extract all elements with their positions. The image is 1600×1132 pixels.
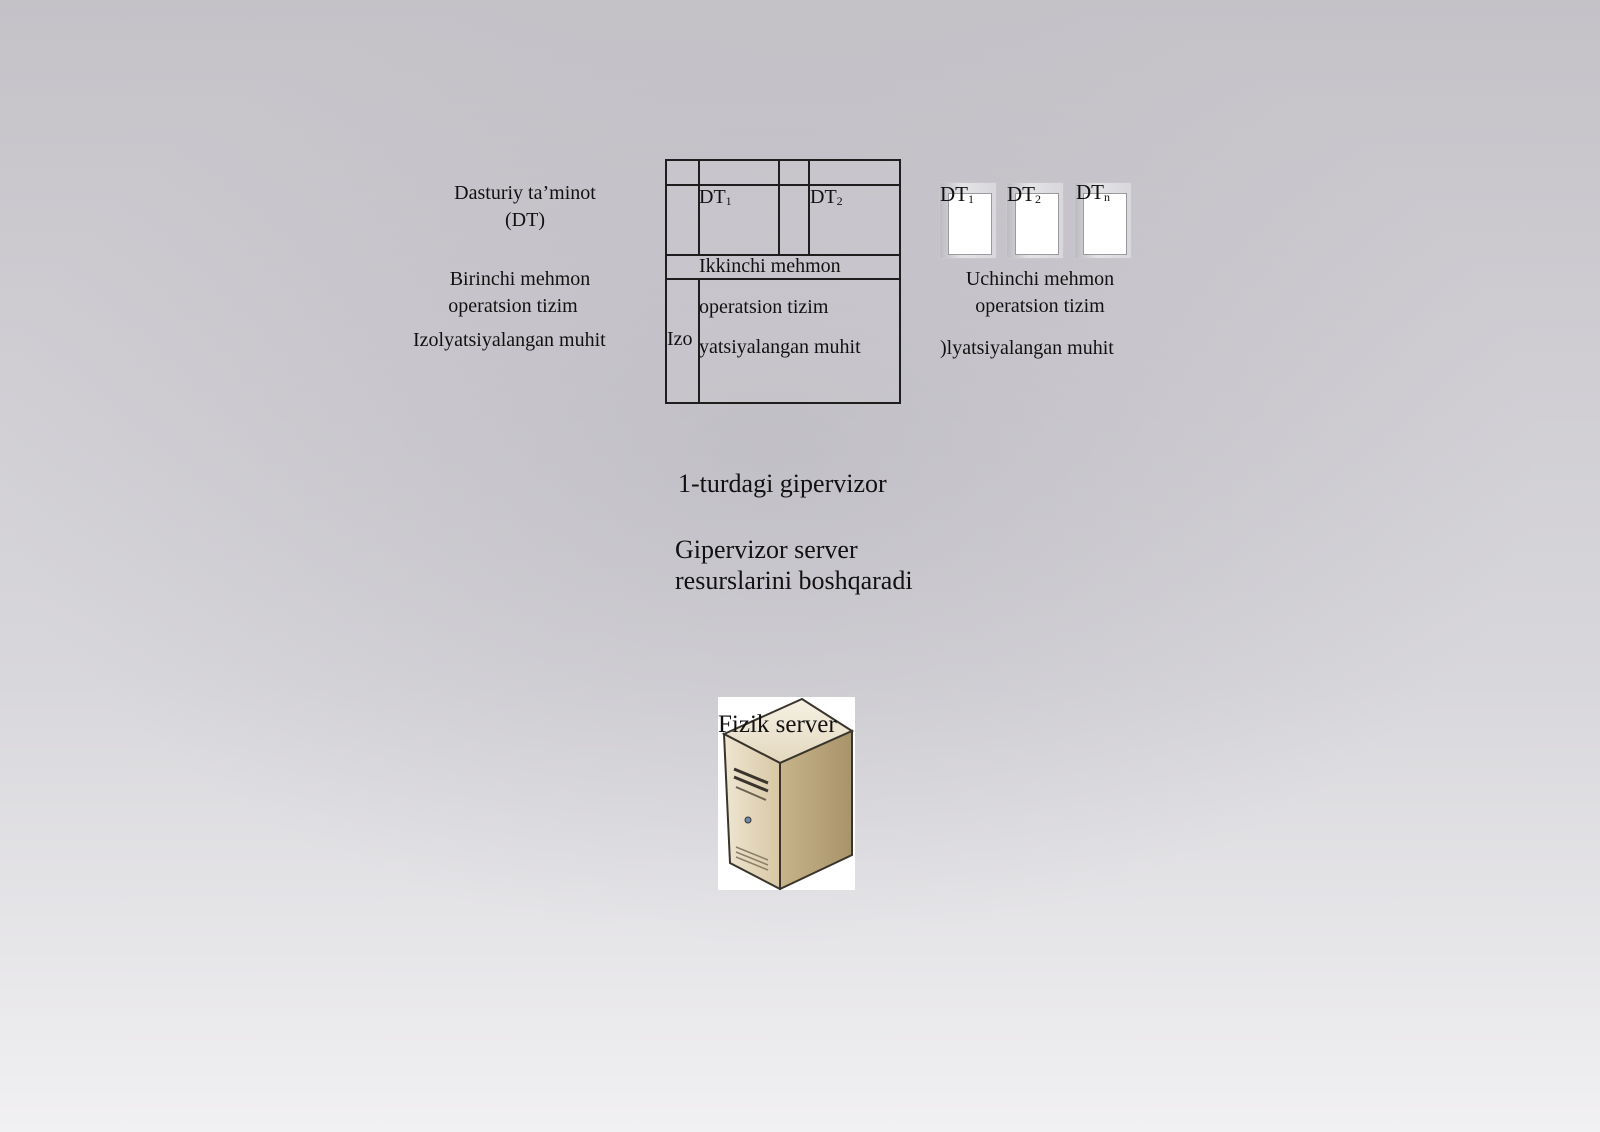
guest3-app1-window — [939, 182, 997, 259]
guest3-app1-label: DT1 — [940, 182, 974, 207]
second-guest-box: DT1 DT2 Ikkinchi mehmon operatsion tizim… — [665, 159, 901, 404]
guest3-app1-sub: 1 — [968, 192, 974, 206]
guest2-app1-sub: 1 — [725, 194, 732, 208]
guest2-os-line2: operatsion tizim — [699, 296, 829, 318]
guest3-app2-window — [1006, 182, 1064, 259]
guest3-app2-sub: 2 — [1035, 192, 1041, 206]
guest2-os-line1: Ikkinchi mehmon — [699, 255, 841, 277]
guest2-app-bottom-line — [667, 254, 899, 256]
left-software-line1: Dasturiy ta’minot — [454, 182, 596, 204]
left-os-line1: Birinchi mehmon — [449, 268, 591, 290]
guest2-top-band-line — [667, 184, 899, 186]
guest2-app1-label: DT1 — [699, 186, 732, 209]
guest2-app1-text: DT — [699, 186, 726, 208]
left-software-label: Dasturiy ta’minot (DT) — [430, 180, 620, 234]
left-os-line2: operatsion tizim — [448, 295, 578, 317]
guest3-env-label: )lyatsiyalangan muhit — [940, 337, 1114, 359]
guest3-appn-sub: n — [1104, 190, 1110, 204]
guest3-os-label: Uchinchi mehmon operatsion tizim — [945, 266, 1135, 320]
guest3-app1-text: DT — [940, 182, 968, 206]
guest2-os-bottom-line — [667, 278, 899, 280]
guest2-env-left: Izo — [667, 328, 693, 350]
server-tower-icon — [721, 697, 855, 890]
guest3-appn-window — [1074, 182, 1132, 259]
guest2-app2-sub: 2 — [836, 194, 843, 208]
guest2-env-right: yatsiyalangan muhit — [699, 336, 861, 358]
hypervisor-desc: Gipervizor server resurslarini boshqarad… — [675, 534, 913, 596]
hypervisor-desc-line2: resurslarini boshqaradi — [675, 566, 913, 595]
left-software-line2: (DT) — [505, 209, 545, 231]
physical-server: Fizik server — [718, 697, 855, 890]
guest2-app2-text: DT — [810, 186, 837, 208]
left-os-label: Birinchi mehmon operatsion tizim — [425, 266, 615, 320]
guest2-left-column-line-bottom — [698, 278, 700, 402]
guest2-mid-line-a — [778, 161, 780, 254]
left-env-label: Izolyatsiyalangan muhit — [413, 329, 606, 351]
physical-server-label: Fizik server — [718, 711, 837, 738]
hypervisor-title: 1-turdagi gipervizor — [678, 469, 887, 498]
guest3-os-line1: Uchinchi mehmon — [965, 268, 1115, 290]
guest3-os-line2: operatsion tizim — [975, 295, 1105, 317]
guest2-mid-line-b — [808, 161, 810, 254]
hypervisor-desc-line1: Gipervizor server — [675, 535, 858, 564]
guest3-app2-text: DT — [1007, 182, 1035, 206]
guest2-app2-label: DT2 — [810, 186, 843, 209]
guest2-left-column-line-top — [698, 161, 700, 254]
guest3-app2-label: DT2 — [1007, 182, 1041, 207]
guest3-appn-label: DTn — [1076, 180, 1110, 205]
guest3-appn-text: DT — [1076, 180, 1104, 204]
